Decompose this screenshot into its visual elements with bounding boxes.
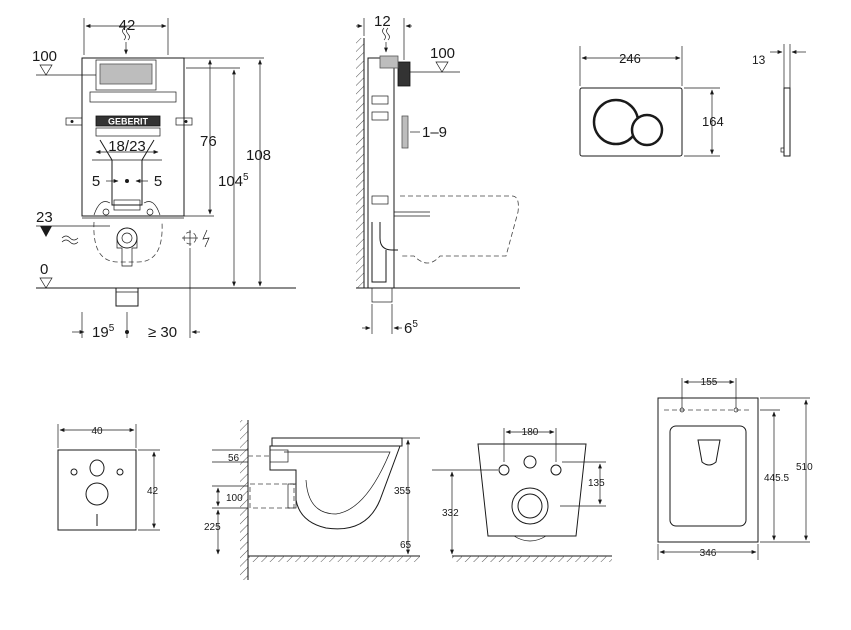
plate-thickness-label: 13: [752, 53, 766, 67]
brand-name: GEBERIT: [108, 117, 149, 127]
top-dim-155: 155: [701, 377, 718, 388]
large-flush-button: [592, 98, 640, 146]
bolt-left-label: 5: [92, 173, 100, 190]
level-23-label: 23: [36, 209, 53, 226]
frame-width-label: 42: [119, 17, 136, 34]
water-inlet-icon: [61, 235, 79, 241]
frame-outline: [81, 57, 185, 217]
rear-dim-180: 180: [522, 427, 539, 438]
plate-width-label: 246: [619, 51, 641, 66]
total-height-label: 108: [246, 147, 271, 164]
flush-plate: [579, 87, 683, 157]
side-bottom-label: 65: [404, 319, 418, 337]
top-dim-510: 510: [796, 462, 813, 473]
frame-front-view: 42 GEBERIT 18/23 5 5: [32, 17, 296, 341]
brand-plate: [95, 115, 161, 127]
frame-side-view: 12 1–9 100 65: [356, 13, 520, 337]
side-dim-355: 355: [394, 486, 411, 497]
toilet-seat-top: [669, 425, 747, 527]
toilet-seat: [271, 437, 403, 447]
side-dim-65: 65: [400, 540, 412, 551]
plate-height-label: 164: [702, 114, 724, 129]
offset-right-label: ≥ 30: [148, 324, 177, 341]
side-dim-100: 100: [226, 493, 243, 504]
mounting-plate-view: 40 42: [57, 424, 160, 531]
top-dim-346: 346: [700, 548, 717, 559]
level-23-marker: [40, 226, 52, 237]
flush-plate-view: 246 164 13: [579, 44, 806, 157]
bolt-right-label: 5: [154, 173, 162, 190]
toilet-bowl-side: [269, 445, 401, 530]
level-0-marker: [39, 277, 53, 289]
level-100-marker: [39, 64, 53, 76]
toilet-top-outline: [657, 397, 759, 543]
rear-dim-332: 332: [442, 508, 459, 519]
top-dim-445: 445.5: [764, 473, 789, 484]
toilet-rear-view: 180 135 332: [432, 427, 612, 562]
toilet-side-view: 56 100 225 355 65: [204, 420, 420, 580]
flush-height-label: 76: [200, 133, 217, 150]
mount-height-label: 42: [147, 486, 159, 497]
side-water-icon: [382, 27, 390, 41]
toilet-top-view: 155 445.5 510 346: [657, 377, 813, 560]
wall-hatch: [356, 38, 364, 288]
mounting-plate: [57, 449, 137, 531]
offset-left-label: 195: [92, 323, 115, 341]
drain-spacing-label: 18/23: [108, 138, 146, 155]
bowl-opening: [697, 439, 721, 466]
toilet-rear-outline: [477, 443, 587, 537]
water-supply-icon: [122, 27, 130, 41]
mount-width-label: 40: [91, 426, 103, 437]
side-level-label: 100: [430, 45, 455, 62]
level-0-label: 0: [40, 261, 48, 278]
plate-side-profile: [783, 87, 791, 157]
level-100-label: 100: [32, 48, 57, 65]
side-dim-225: 225: [204, 522, 221, 533]
rear-dim-135: 135: [588, 478, 605, 489]
electrical-icon: [202, 229, 210, 248]
plate-range-label: 1–9: [422, 124, 447, 141]
side-depth-label: 12: [374, 13, 391, 30]
small-flush-button: [630, 113, 664, 147]
inner-height-label: 1045: [218, 172, 249, 190]
side-dim-56: 56: [228, 453, 240, 464]
